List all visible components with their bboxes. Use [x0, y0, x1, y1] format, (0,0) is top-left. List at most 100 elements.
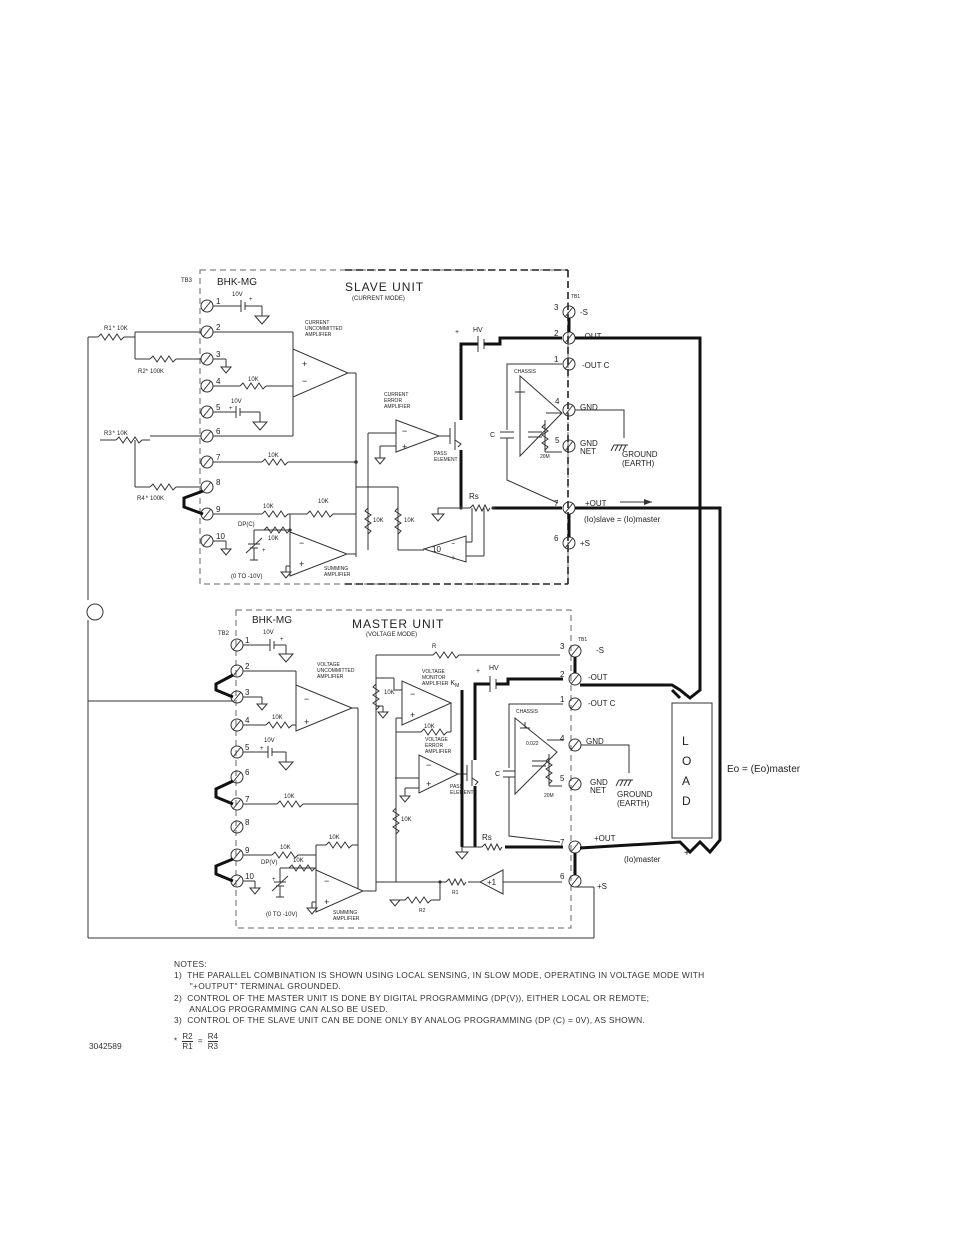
notes-heading: NOTES: [174, 959, 207, 969]
svg-text:10V: 10V [264, 738, 275, 744]
svg-text:10K: 10K [318, 499, 329, 505]
svg-text:1: 1 [554, 355, 559, 364]
slave-unit: TB3 BHK-MG SLAVE UNIT (CURRENT MODE) 1 2… [86, 269, 661, 938]
svg-text:10K: 10K [248, 377, 259, 383]
svg-text:+: + [229, 406, 233, 412]
svg-text:+: + [402, 442, 407, 452]
svg-text:TB1: TB1 [571, 294, 580, 300]
svg-text:−: − [426, 760, 431, 770]
master-terminal: 6 [230, 768, 250, 784]
slave-10v-reference-b: 10V + [213, 397, 294, 437]
svg-text:+OUT: +OUT [585, 499, 607, 508]
svg-text:10V: 10V [231, 399, 242, 405]
svg-text:7: 7 [560, 838, 565, 847]
slave-terminal: 2 [200, 323, 221, 339]
svg-text:10K: 10K [284, 794, 295, 800]
svg-text:(Io)master: (Io)master [624, 855, 661, 864]
master-terminal: 7 [230, 795, 250, 811]
svg-text:+: + [426, 779, 431, 789]
svg-text:-OUT: -OUT [588, 673, 608, 682]
svg-text:NET: NET [590, 786, 606, 795]
master-terminal: 8 [230, 818, 250, 834]
svg-text:PASS: PASS [450, 784, 464, 790]
svg-text:R2*100K: R2*100K [138, 369, 164, 375]
master-terminal-7-net: 10K [243, 708, 359, 892]
svg-text:O: O [682, 754, 691, 768]
svg-text:DP(C): DP(C) [238, 522, 255, 528]
svg-text:VOLTAGE: VOLTAGE [425, 737, 449, 743]
svg-text:10: 10 [245, 872, 254, 881]
slave-terminal: 5 [200, 403, 221, 419]
svg-text:HV: HV [489, 665, 499, 672]
slave-terminal: 7 [200, 453, 221, 469]
master-terminal: 3 [230, 688, 250, 704]
master-out-terminal: 2 -OUT [560, 670, 608, 686]
slave-out-terminal: 1-OUT C [554, 355, 610, 371]
master-tb-label: TB2 [218, 631, 230, 637]
svg-text:+: + [299, 559, 304, 569]
slave-unit-title: SLAVE UNIT [345, 280, 424, 294]
svg-text:10K: 10K [401, 817, 412, 823]
svg-text:1: 1 [245, 636, 250, 645]
master-unit-boundary [235, 609, 572, 929]
load: L O A D − + Eo = (Eo)master [575, 336, 801, 859]
svg-text:20M: 20M [544, 793, 554, 799]
svg-text:UNCOMMITTED: UNCOMMITTED [317, 668, 355, 674]
svg-text:ERROR: ERROR [425, 743, 443, 749]
svg-text:2: 2 [554, 329, 559, 338]
master-sense-feedback: R1 +1 R2 [376, 836, 562, 914]
svg-text:0.022: 0.022 [526, 741, 539, 747]
master-terminal: 1 [230, 636, 250, 652]
svg-text:8: 8 [245, 818, 250, 827]
master-out-terminal: 3-S [560, 642, 604, 658]
master-chassis-network: C CHASSIS 0.022 20M [495, 703, 563, 843]
svg-text:2: 2 [560, 670, 565, 679]
slave-jumper-8-9 [182, 489, 204, 516]
master-power-path: HV + Rs [454, 665, 563, 860]
slave-out-terminal: 3-S [554, 303, 588, 319]
svg-text:+S: +S [580, 539, 590, 548]
svg-text:2: 2 [216, 323, 221, 332]
slave-terminal-strip: 1 2 3 4 5 6 7 8 9 10 [200, 297, 225, 548]
svg-text:4: 4 [216, 377, 221, 386]
svg-text:GND: GND [586, 737, 604, 746]
svg-text:A: A [682, 774, 690, 788]
svg-text:+: + [280, 637, 284, 643]
master-voltage-uncommitted-amplifier: −+ VOLTAGE UNCOMMITTED AMPLIFIER 10K [88, 662, 358, 732]
svg-text:10K: 10K [272, 715, 283, 721]
svg-text:TB1: TB1 [578, 637, 587, 643]
master-10v-reference-b: 10V + [243, 738, 295, 771]
master-jumper-2-3 [214, 673, 234, 699]
svg-text:R3*10K: R3*10K [104, 431, 128, 437]
svg-text:+: + [262, 548, 266, 554]
svg-text:CURRENT: CURRENT [305, 320, 329, 326]
svg-text:5: 5 [555, 436, 560, 445]
svg-text:-S: -S [596, 646, 604, 655]
svg-text:+: + [684, 848, 690, 859]
svg-text:MONITOR: MONITOR [422, 675, 446, 681]
svg-text:−: − [299, 538, 304, 548]
svg-text:−: − [324, 876, 329, 886]
svg-text:Rs: Rs [469, 492, 479, 501]
svg-text:(Io)slave = (Io)master: (Io)slave = (Io)master [584, 515, 661, 524]
svg-text:7: 7 [554, 499, 559, 508]
master-unit: TB2 BHK-MG MASTER UNIT (VOLTAGE MODE) 1 … [88, 609, 661, 939]
svg-text:+: + [324, 897, 329, 907]
svg-text:CHASSIS: CHASSIS [514, 369, 537, 375]
svg-text:C: C [490, 432, 495, 439]
svg-text:R2: R2 [419, 908, 426, 914]
svg-text:D: D [682, 794, 691, 808]
svg-text:10K: 10K [268, 536, 279, 542]
svg-text:7: 7 [245, 795, 250, 804]
svg-text:+1: +1 [487, 878, 497, 887]
svg-text:AMPLIFIER: AMPLIFIER [324, 572, 351, 578]
svg-text:Rs: Rs [482, 833, 492, 842]
svg-text:10V: 10V [263, 630, 274, 636]
svg-text:+: + [260, 746, 264, 752]
